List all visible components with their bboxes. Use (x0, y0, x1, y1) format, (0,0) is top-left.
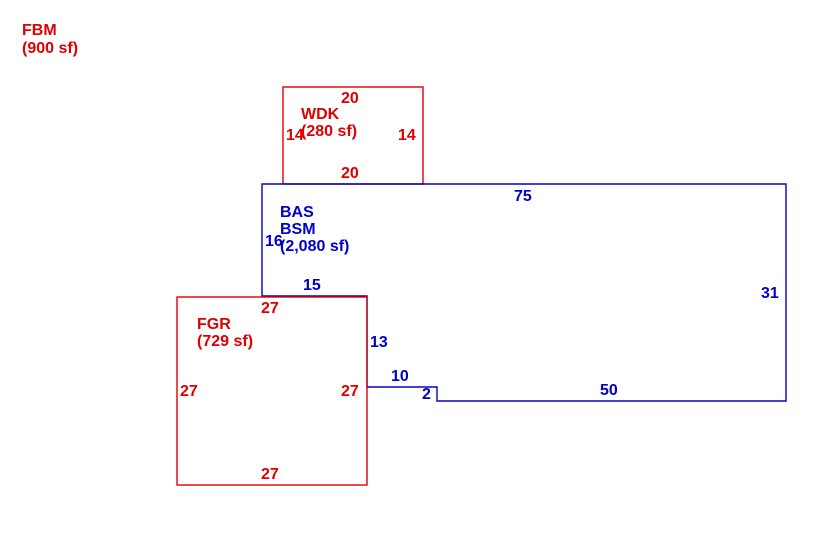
fbm-code-label: FBM (22, 22, 57, 39)
wdk-code-label: WDK (301, 106, 340, 123)
wdk-dim-bottom: 20 (341, 165, 359, 182)
bas-dim-step-top: 10 (391, 368, 409, 385)
wdk-dim-left: 14 (286, 127, 304, 144)
fgr-code-label: FGR (197, 316, 231, 333)
fgr-dim-left: 27 (180, 383, 198, 400)
fbm-size-label: (900 sf) (22, 40, 78, 57)
bsm-code-label: BSM (280, 221, 316, 238)
bas-size-label: (2,080 sf) (280, 238, 349, 255)
bas-dim-notch-top: 15 (303, 277, 321, 294)
fgr-dim-top: 27 (261, 300, 279, 317)
bas-dim-right: 31 (761, 285, 779, 302)
wdk-dim-top: 20 (341, 90, 359, 107)
fgr-dim-bottom: 27 (261, 466, 279, 483)
bas-code-label: BAS (280, 204, 314, 221)
bas-dim-notch-side: 13 (370, 334, 388, 351)
fgr-size-label: (729 sf) (197, 333, 253, 350)
bas-dim-step-side: 2 (422, 386, 431, 403)
fgr-outline (176, 296, 368, 486)
bas-dim-top: 75 (514, 188, 532, 205)
bas-dim-bottom: 50 (600, 382, 618, 399)
wdk-size-label: (280 sf) (301, 123, 357, 140)
wdk-dim-right: 14 (398, 127, 416, 144)
bas-outline (261, 183, 787, 402)
fgr-dim-right: 27 (341, 383, 359, 400)
bas-dim-left: 16 (265, 233, 283, 250)
